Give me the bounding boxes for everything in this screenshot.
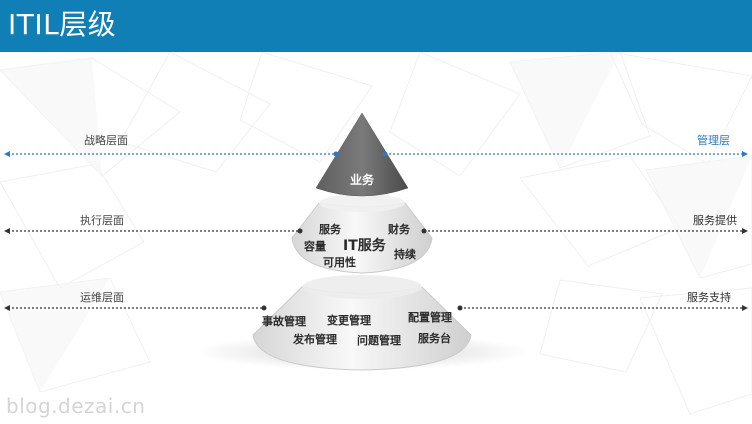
operation-level-line	[4, 305, 748, 311]
strategy-level-label: 战略层面	[84, 134, 128, 147]
configuration-management-label: 配置管理	[408, 311, 452, 324]
finance-label: 财务	[388, 223, 410, 236]
release-management-label: 发布管理	[293, 333, 337, 346]
change-management-label: 变更管理	[327, 314, 371, 327]
service-desk-label: 服务台	[418, 332, 451, 345]
page-title: ITIL层级	[8, 8, 117, 41]
pyramid-top-tier	[315, 112, 409, 197]
business-label: 业务	[350, 173, 375, 187]
capacity-label: 容量	[304, 240, 326, 253]
it-service-label: IT服务	[343, 238, 386, 254]
operation-level-label: 运维层面	[80, 291, 124, 304]
title-bar: ITIL层级	[0, 0, 752, 52]
continuity-label: 持续	[394, 248, 416, 261]
execution-level-line	[4, 228, 748, 234]
incident-management-label: 事故管理	[262, 315, 306, 328]
pyramid-middle-top-ellipse	[319, 194, 405, 212]
problem-management-label: 问题管理	[357, 334, 401, 347]
service-support-label: 服务支持	[687, 291, 731, 304]
execution-level-label: 执行层面	[80, 214, 124, 227]
watermark: blog.dezai.cn	[6, 394, 146, 418]
background-pattern	[0, 52, 752, 415]
management-layer-label: 管理层	[697, 134, 730, 147]
service-delivery-label: 服务提供	[693, 214, 737, 227]
pyramid-bottom-top-ellipse	[302, 275, 422, 299]
strategy-level-line	[4, 151, 748, 157]
service-label: 服务	[319, 223, 341, 236]
availability-label: 可用性	[323, 256, 356, 269]
